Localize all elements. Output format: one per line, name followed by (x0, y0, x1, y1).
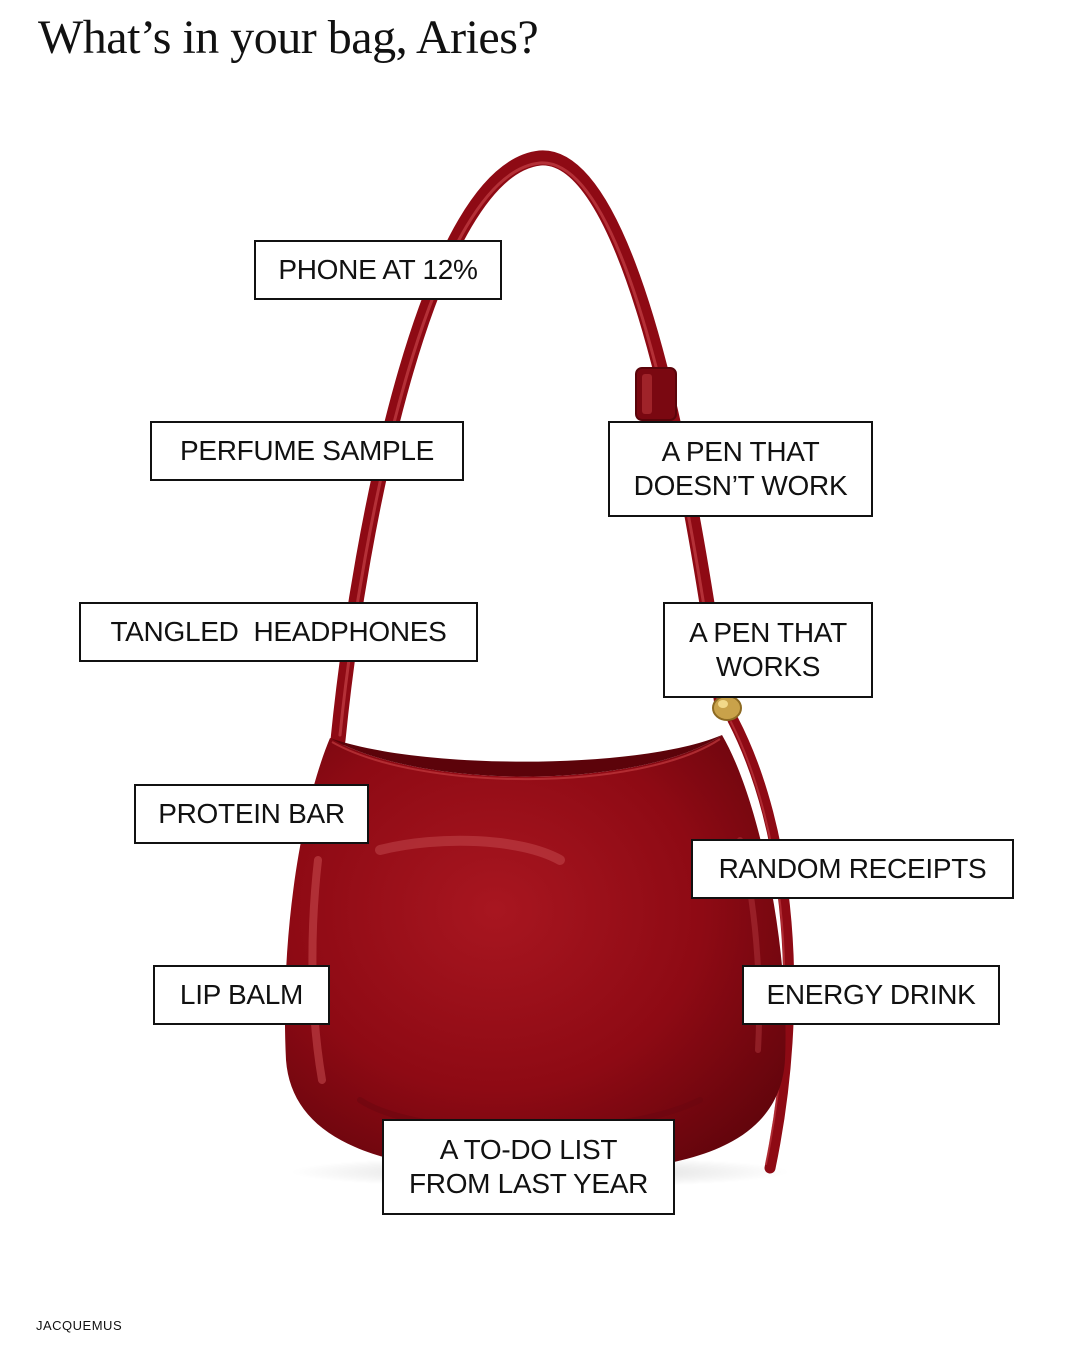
label-tangled-headphones: TANGLED HEADPHONES (79, 602, 478, 662)
bag-body (284, 735, 786, 1173)
brand-wordmark: JACQUEMUS (36, 1318, 123, 1333)
label-pen-working: A PEN THAT WORKS (663, 602, 873, 698)
label-energy-drink: ENERGY DRINK (742, 965, 1000, 1025)
gold-hardware-icon (712, 695, 742, 721)
label-phone: PHONE AT 12% (254, 240, 502, 300)
headline: What’s in your bag, Aries? (38, 11, 539, 64)
label-todo-list: A TO-DO LIST FROM LAST YEAR (382, 1119, 675, 1215)
label-pen-broken: A PEN THAT DOESN’T WORK (608, 421, 873, 517)
bag-opening (330, 735, 722, 777)
strap-tail (727, 714, 795, 1174)
label-random-receipts: RANDOM RECEIPTS (691, 839, 1014, 899)
label-perfume-sample: PERFUME SAMPLE (150, 421, 464, 481)
label-lip-balm: LIP BALM (153, 965, 330, 1025)
label-protein-bar: PROTEIN BAR (134, 784, 369, 844)
